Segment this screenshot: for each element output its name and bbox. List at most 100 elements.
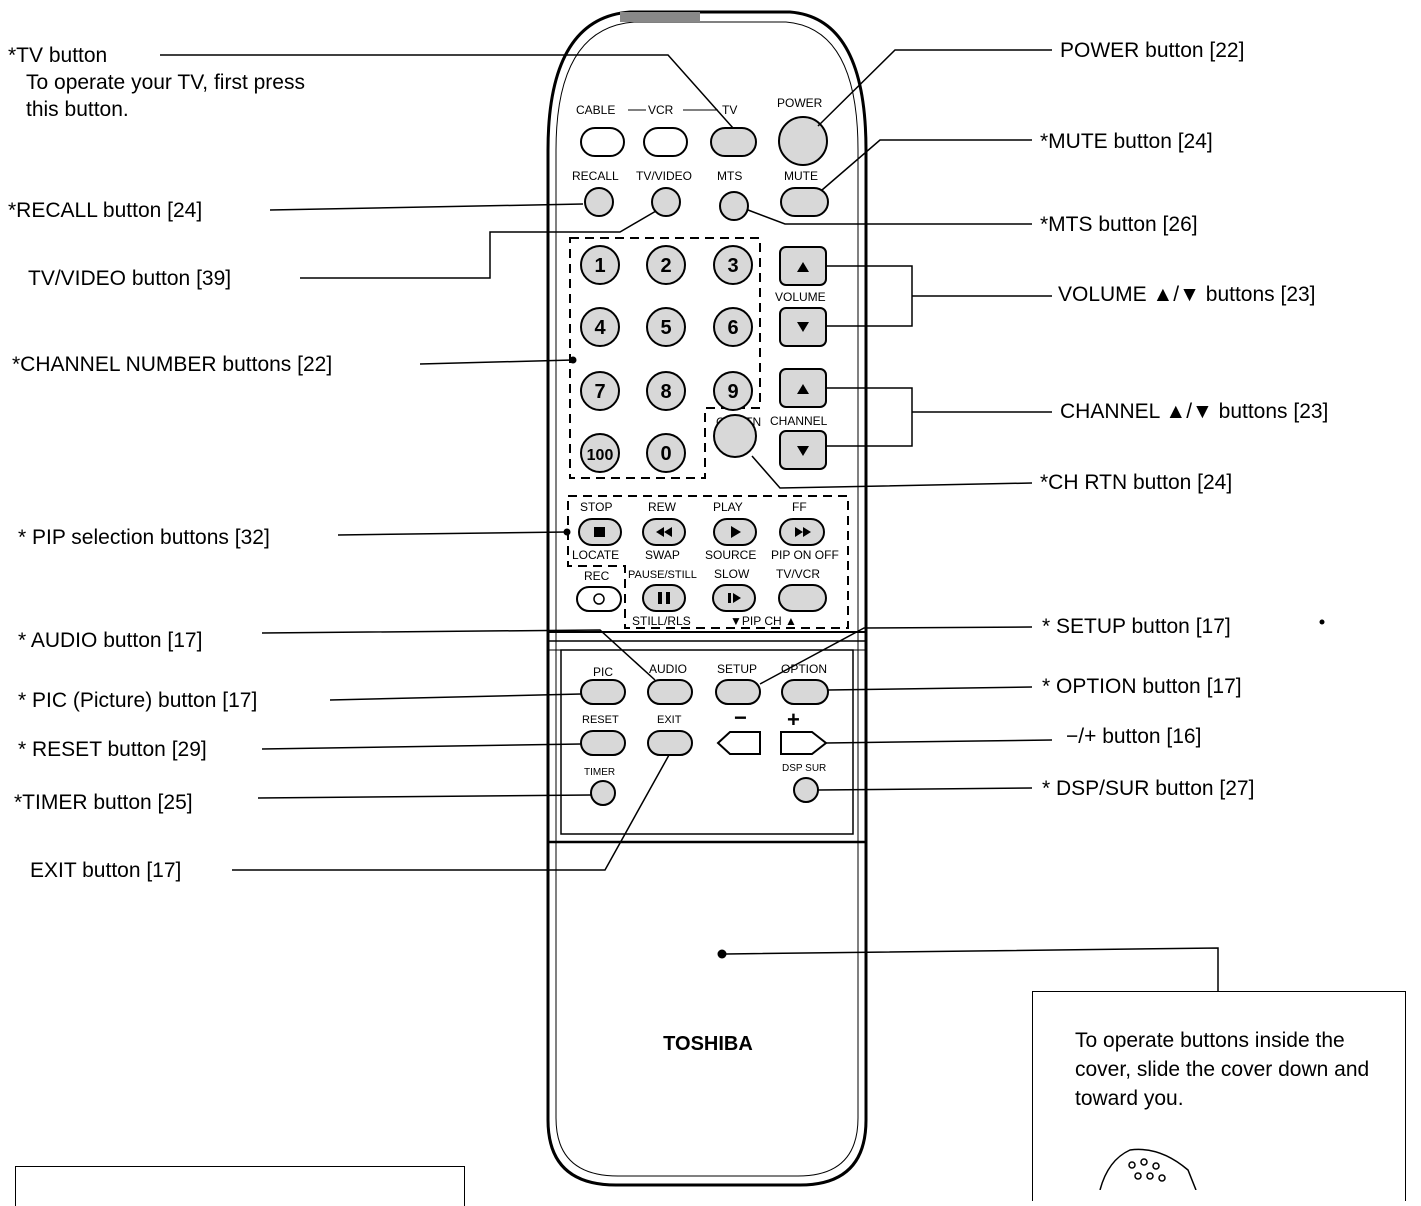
menu-block: PIC AUDIO SETUP OPTION RESET EXIT − + TI…	[580, 662, 829, 806]
exit-button[interactable]	[647, 730, 693, 756]
callout-mute: *MUTE button [24]	[1040, 130, 1213, 153]
power-label: POWER	[777, 96, 823, 110]
reset-button[interactable]	[580, 730, 626, 756]
digit-5-button[interactable]	[646, 307, 686, 347]
leader-dots	[563, 356, 577, 536]
dspsur-button[interactable]	[793, 777, 819, 803]
row2: RECALL TV/VIDEO MTS MUTE	[572, 169, 829, 221]
setup-button[interactable]	[715, 679, 761, 705]
stray-dot	[1319, 619, 1325, 625]
callout-reset: * RESET button [29]	[18, 738, 207, 761]
minus-button[interactable]	[716, 731, 761, 755]
callout-channel-number: *CHANNEL NUMBER buttons [22]	[12, 353, 333, 376]
slow-label: SLOW	[714, 567, 750, 581]
recall-button[interactable]	[584, 187, 614, 217]
digit-7-label: 7	[594, 381, 605, 403]
audio-label: AUDIO	[649, 662, 687, 676]
rew-label: REW	[648, 500, 677, 514]
pic-label: PIC	[593, 665, 613, 679]
callout-option: * OPTION button [17]	[1042, 675, 1242, 698]
pause-button[interactable]	[642, 584, 686, 612]
callout-dspsur: * DSP/SUR button [27]	[1042, 777, 1255, 800]
remote-sketch-icon	[1099, 1148, 1197, 1190]
stillrls-label: STILL/RLS	[632, 614, 691, 628]
digit-1-button[interactable]	[580, 245, 620, 285]
audio-button[interactable]	[647, 679, 693, 705]
callout-audio: * AUDIO button [17]	[18, 629, 203, 652]
cover-note-text: To operate buttons inside the cover, sli…	[1075, 1029, 1370, 1110]
exit-label: EXIT	[657, 714, 682, 726]
cable-label: CABLE	[576, 103, 615, 117]
callout-exit: EXIT button [17]	[30, 859, 182, 882]
callout-timer: *TIMER button [25]	[14, 791, 193, 814]
chrtn-button[interactable]	[713, 414, 757, 458]
digit-5-label: 5	[660, 317, 671, 339]
leader-lines	[160, 49, 1219, 991]
callout-mts: *MTS button [26]	[1040, 213, 1198, 236]
timer-label: TIMER	[584, 767, 615, 778]
digit-6-button[interactable]	[713, 307, 753, 347]
tvvideo-button[interactable]	[651, 187, 681, 217]
vcr-button[interactable]	[643, 127, 688, 157]
brand-logo: TOSHIBA	[663, 1033, 753, 1055]
digit-9-label: 9	[727, 381, 738, 403]
digit-0-label: 0	[660, 443, 671, 465]
rec-button[interactable]	[576, 586, 622, 612]
digit-3-button[interactable]	[713, 245, 753, 285]
mode-row: CABLE VCR TV POWER	[576, 96, 828, 166]
callout-volume: VOLUME ▲/▼ buttons [23]	[1058, 283, 1316, 306]
digit-9-button[interactable]	[713, 371, 753, 411]
digit-1-label: 1	[594, 255, 605, 277]
digit-7-button[interactable]	[580, 371, 620, 411]
callout-power: POWER button [22]	[1060, 39, 1245, 62]
callout-pip-selection: * PIP selection buttons [32]	[18, 526, 270, 549]
cable-button[interactable]	[580, 127, 625, 157]
option-button[interactable]	[781, 679, 829, 705]
locate-label: LOCATE	[572, 548, 619, 562]
vcr-label: VCR	[648, 103, 674, 117]
reset-label: RESET	[582, 714, 619, 726]
swap-label: SWAP	[645, 548, 680, 562]
volume-label: VOLUME	[775, 290, 826, 304]
tvvcr-button[interactable]	[778, 584, 827, 612]
digit-3-label: 3	[727, 255, 738, 277]
digit-8-button[interactable]	[646, 371, 686, 411]
tvvideo-label: TV/VIDEO	[636, 169, 692, 183]
callout-setup: * SETUP button [17]	[1042, 615, 1231, 638]
callout-minusplus: −/+ button [16]	[1066, 725, 1202, 748]
mts-button[interactable]	[719, 191, 749, 221]
tv-button[interactable]	[710, 127, 757, 157]
stop-label: STOP	[580, 500, 612, 514]
source-label: SOURCE	[705, 548, 756, 562]
rockers: VOLUME CHANNEL	[770, 246, 828, 470]
tv-button-desc2: this button.	[26, 98, 129, 121]
digit-4-label: 4	[594, 317, 606, 339]
vcr-block: STOP REW PLAY FF LOCATE SWAP SOURCE PIP …	[567, 495, 849, 629]
mute-button[interactable]	[780, 187, 829, 217]
dspsur-label: DSP SUR	[782, 763, 826, 774]
power-button[interactable]	[778, 116, 828, 166]
legend-box	[15, 1166, 465, 1206]
tv-label: TV	[722, 103, 737, 117]
digit-100-button[interactable]	[580, 433, 620, 473]
pic-button[interactable]	[580, 679, 626, 705]
pipch-label: ▼PIP CH ▲	[730, 614, 797, 628]
callout-chrtn: *CH RTN button [24]	[1040, 471, 1233, 494]
rec-label: REC	[584, 569, 610, 583]
pause-label: PAUSE/STILL	[628, 569, 697, 581]
plus-button[interactable]	[780, 731, 828, 755]
digit-4-button[interactable]	[580, 307, 620, 347]
option-label: OPTION	[781, 662, 827, 676]
callout-recall: *RECALL button [24]	[8, 199, 203, 222]
setup-label: SETUP	[717, 662, 757, 676]
callout-tvvideo: TV/VIDEO button [39]	[28, 267, 232, 290]
timer-button[interactable]	[590, 780, 616, 806]
digit-6-label: 6	[727, 317, 738, 339]
plus-label: +	[787, 707, 800, 732]
tv-button-desc1: To operate your TV, first press	[26, 71, 305, 94]
digit-2-button[interactable]	[646, 245, 686, 285]
digit-2-label: 2	[660, 255, 671, 277]
digit-0-button[interactable]	[646, 433, 686, 473]
